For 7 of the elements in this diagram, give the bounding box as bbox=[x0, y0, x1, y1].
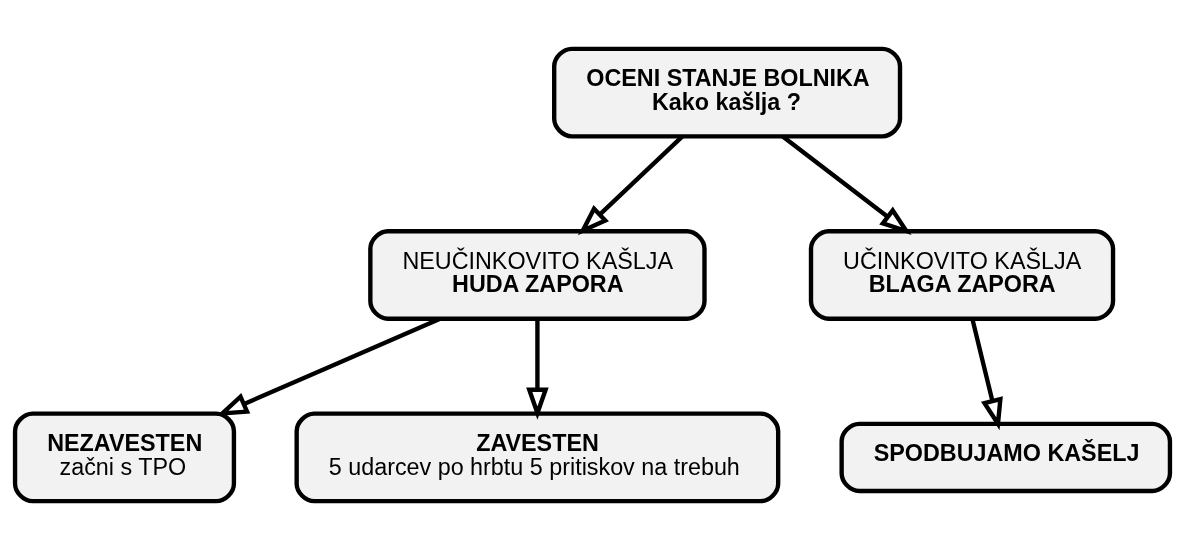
node-box: NEZAVESTEN začni s TPO bbox=[12, 410, 237, 503]
node-box: UČINKOVITO KAŠLJA BLAGA ZAPORA bbox=[808, 228, 1116, 321]
node-box: ZAVESTEN 5 udarcev po hrbtu 5 pritiskov na trebuh bbox=[294, 410, 781, 503]
node-box: NEUČINKOVITO KAŠLJA HUDA ZAPORA bbox=[368, 228, 707, 321]
node-box: OCENI STANJE BOLNIKA Kako kašlja ? bbox=[552, 46, 903, 139]
node-box: SPODBUJAMO KAŠELJ bbox=[839, 421, 1173, 493]
arrow bbox=[526, 318, 549, 420]
